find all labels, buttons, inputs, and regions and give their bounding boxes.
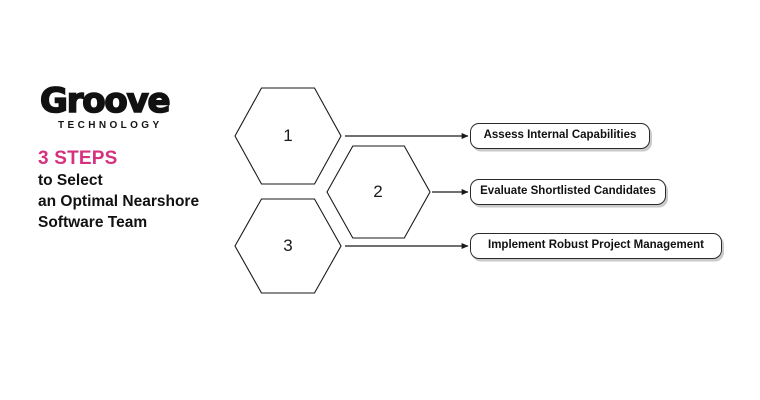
headline-line-3: Software Team [38, 214, 148, 231]
logo-subtext: TECHNOLOGY [58, 120, 163, 131]
hexagon-step-1[interactable] [234, 87, 342, 185]
headline-accent: 3 STEPS [38, 148, 118, 169]
hexagon-step-1-number: 1 [283, 126, 293, 145]
page-title: 3 STEPS to Select an Optimal Nearshore S… [38, 147, 238, 233]
step-label-2[interactable]: Evaluate Shortlisted Candidates [470, 179, 666, 205]
logo-wordmark: Groove [39, 81, 171, 121]
hexagon-step-3[interactable] [234, 198, 342, 294]
left-panel: Groove TECHNOLOGY 3 STEPS to Select an O… [38, 81, 238, 233]
hexagon-step-3-number: 3 [283, 236, 293, 255]
hexagon-step-2-number: 2 [373, 182, 383, 201]
step-label-1[interactable]: Assess Internal Capabilities [470, 123, 650, 149]
groove-technology-logo: Groove TECHNOLOGY [38, 81, 171, 131]
step-label-3[interactable]: Implement Robust Project Management [470, 233, 722, 259]
hexagon-step-2[interactable] [326, 145, 431, 239]
headline-line-2: an Optimal Nearshore [38, 193, 200, 210]
headline-line-1: to Select [38, 172, 103, 189]
